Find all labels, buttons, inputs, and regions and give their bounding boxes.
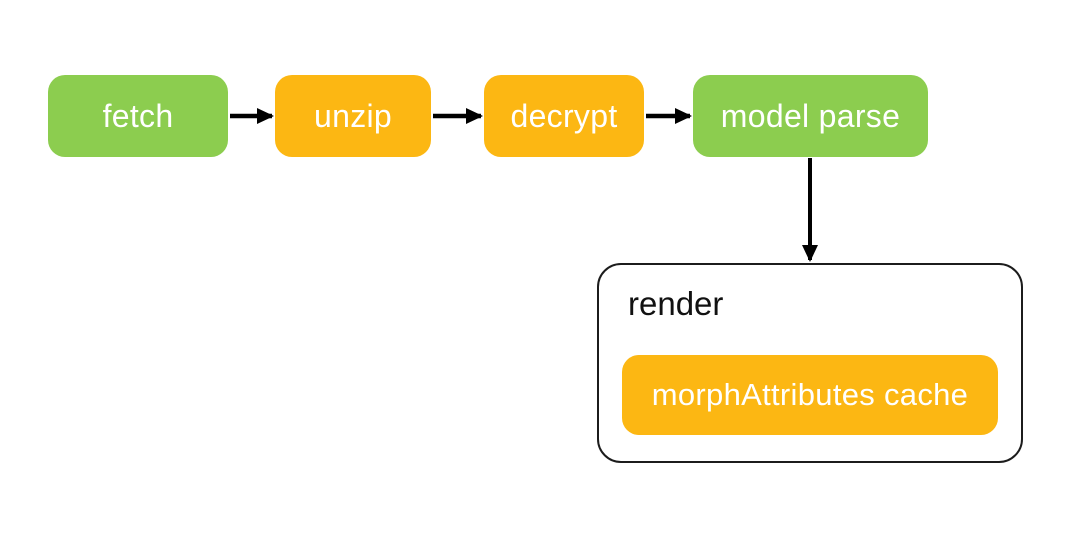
node-model-parse-label: model parse	[720, 97, 901, 134]
node-morph-attributes-cache-label: morphAttributes cache	[651, 377, 969, 412]
render-group-label: render	[628, 285, 724, 322]
node-unzip: unzip	[275, 75, 431, 157]
node-decrypt: decrypt	[484, 75, 644, 157]
render-group-container: render morphAttributes cache	[597, 263, 1023, 463]
node-model-parse: model parse	[693, 75, 928, 157]
node-unzip-label: unzip	[314, 97, 392, 134]
node-fetch-label: fetch	[102, 97, 174, 134]
node-morph-attributes-cache: morphAttributes cache	[622, 355, 998, 435]
node-decrypt-label: decrypt	[510, 97, 618, 134]
node-fetch: fetch	[48, 75, 228, 157]
